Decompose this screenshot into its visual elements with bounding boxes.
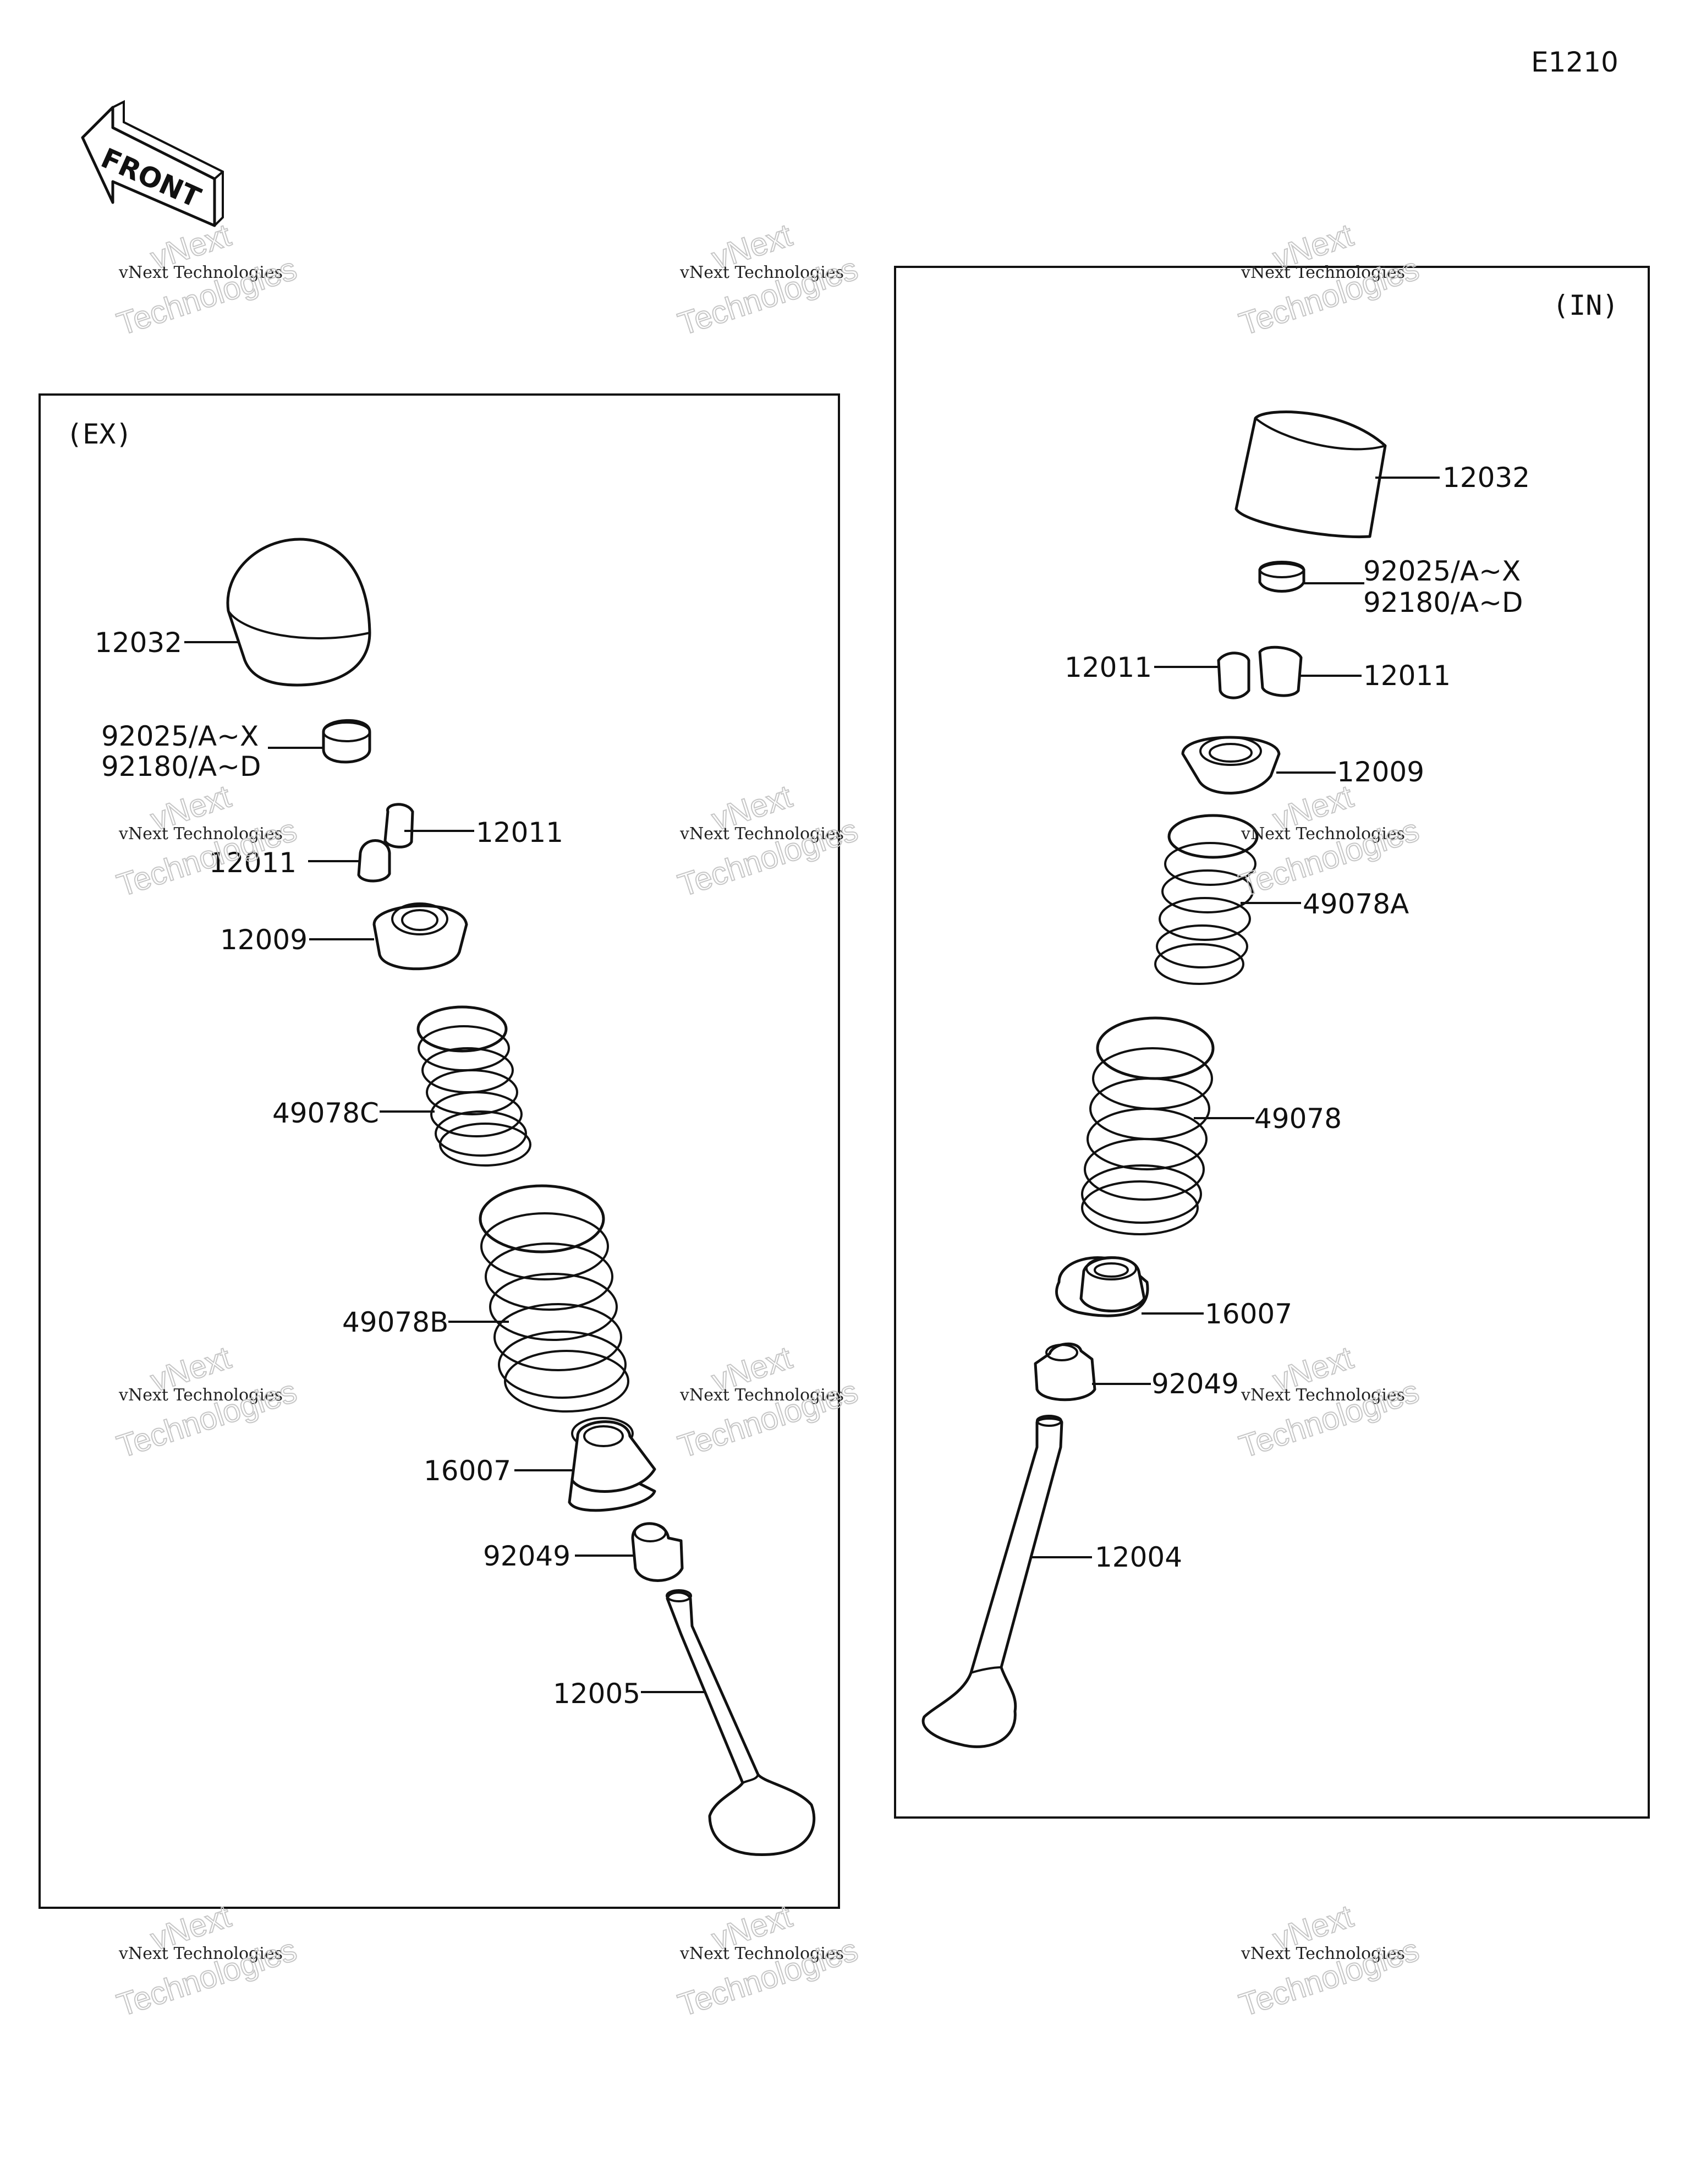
ex-spring-outer[interactable] bbox=[479, 1184, 629, 1413]
ex-valve[interactable] bbox=[666, 1589, 816, 1856]
in-stem-seal[interactable] bbox=[1034, 1342, 1096, 1402]
watermark-11: vNext vNext Technologies Technologies bbox=[1234, 1898, 1424, 2024]
ex-shim-label-2: 92180/A~D bbox=[101, 751, 261, 782]
watermark-1-text: vNext Technologies bbox=[679, 263, 844, 282]
ex-spring-seat-label: 16007 bbox=[424, 1455, 511, 1487]
ex-spring-seat[interactable] bbox=[568, 1417, 656, 1512]
in-keepers[interactable] bbox=[1217, 645, 1303, 699]
ex-retainer[interactable] bbox=[372, 902, 468, 971]
watermark-3-text: vNext Technologies bbox=[118, 824, 283, 844]
in-spring-inner[interactable] bbox=[1154, 814, 1259, 985]
in-retainer[interactable] bbox=[1181, 736, 1281, 795]
in-shim-label-1: 92025/A~X bbox=[1363, 555, 1521, 587]
in-valve[interactable] bbox=[921, 1415, 1063, 1748]
ex-retainer-label: 12009 bbox=[220, 924, 308, 956]
ex-spring-outer-label: 49078B bbox=[342, 1306, 448, 1338]
in-retainer-label: 12009 bbox=[1337, 756, 1424, 788]
in-valve-label: 12004 bbox=[1095, 1541, 1182, 1573]
watermark-5: vNext vNext Technologies Technologies bbox=[1234, 778, 1424, 904]
in-spring-inner-label: 49078A bbox=[1303, 888, 1409, 920]
intake-panel-label: (IN) bbox=[1552, 289, 1618, 321]
in-stem-seal-label: 92049 bbox=[1151, 1368, 1239, 1400]
exhaust-panel: (EX) 12032 92025/A~X 92180/A~D 12011 120… bbox=[39, 393, 840, 1909]
watermark-9: vNext vNext Technologies Technologies bbox=[112, 1898, 301, 2024]
in-spring-seat-label: 16007 bbox=[1205, 1298, 1292, 1330]
watermark-1: vNext vNext Technologies Technologies bbox=[673, 217, 863, 343]
in-keeper-label-a: 12011 bbox=[1065, 652, 1152, 683]
in-shim[interactable] bbox=[1258, 561, 1305, 593]
ex-shim[interactable] bbox=[322, 719, 371, 764]
watermark-2: vNext vNext Technologies Technologies bbox=[1234, 217, 1424, 343]
watermark-6-text: vNext Technologies bbox=[118, 1386, 283, 1405]
ex-spring-inner[interactable] bbox=[416, 1005, 531, 1167]
watermark-4-text: vNext Technologies bbox=[679, 824, 844, 844]
in-lifter-label: 12032 bbox=[1442, 462, 1530, 494]
ex-valve-label: 12005 bbox=[553, 1678, 640, 1710]
watermark-10: vNext vNext Technologies Technologies bbox=[673, 1898, 863, 2024]
ex-keepers[interactable] bbox=[357, 803, 414, 883]
diagram-code: E1210 bbox=[1531, 46, 1618, 78]
ex-stem-seal-label: 92049 bbox=[483, 1540, 570, 1572]
front-arrow-icon: FRONT bbox=[81, 100, 224, 227]
ex-shim-label-1: 92025/A~X bbox=[101, 720, 259, 752]
ex-lifter[interactable] bbox=[226, 538, 371, 687]
ex-stem-seal[interactable] bbox=[631, 1522, 684, 1582]
watermark-7-text: vNext Technologies bbox=[679, 1386, 844, 1405]
watermark-10-text: vNext Technologies bbox=[679, 1944, 844, 1963]
watermark-0: vNext vNext Technologies Technologies bbox=[112, 217, 301, 343]
watermark-7: vNext vNext Technologies Technologies bbox=[673, 1339, 863, 1465]
exhaust-frame bbox=[39, 393, 840, 1909]
watermark-11-text: vNext Technologies bbox=[1241, 1944, 1405, 1963]
in-shim-label-2: 92180/A~D bbox=[1363, 587, 1523, 618]
ex-keeper-label-a: 12011 bbox=[476, 817, 563, 849]
watermark-4: vNext vNext Technologies Technologies bbox=[673, 778, 863, 904]
ex-keeper-label-b: 12011 bbox=[209, 847, 297, 879]
watermark-2-text: vNext Technologies bbox=[1241, 263, 1405, 282]
intake-frame bbox=[894, 266, 1650, 1819]
in-spring-outer[interactable] bbox=[1081, 1016, 1215, 1235]
in-lifter[interactable] bbox=[1234, 410, 1387, 539]
ex-spring-inner-label: 49078C bbox=[272, 1097, 379, 1129]
watermark-8-text: vNext Technologies bbox=[1241, 1386, 1405, 1405]
watermark-3: vNext vNext Technologies Technologies bbox=[112, 778, 301, 904]
intake-panel: (IN) 12032 92025/A~X 92180/A~D 12011 120… bbox=[894, 266, 1650, 1819]
watermark-5-text: vNext Technologies bbox=[1241, 824, 1405, 844]
in-keeper-label-b: 12011 bbox=[1363, 660, 1451, 692]
watermark-0-text: vNext Technologies bbox=[118, 263, 283, 282]
watermark-9-text: vNext Technologies bbox=[118, 1944, 283, 1963]
in-spring-seat[interactable] bbox=[1055, 1256, 1149, 1317]
in-spring-outer-label: 49078 bbox=[1254, 1103, 1342, 1135]
ex-lifter-label: 12032 bbox=[95, 627, 182, 659]
watermark-6: vNext vNext Technologies Technologies bbox=[112, 1339, 301, 1465]
exhaust-panel-label: (EX) bbox=[66, 418, 132, 450]
watermark-8: vNext vNext Technologies Technologies bbox=[1234, 1339, 1424, 1465]
